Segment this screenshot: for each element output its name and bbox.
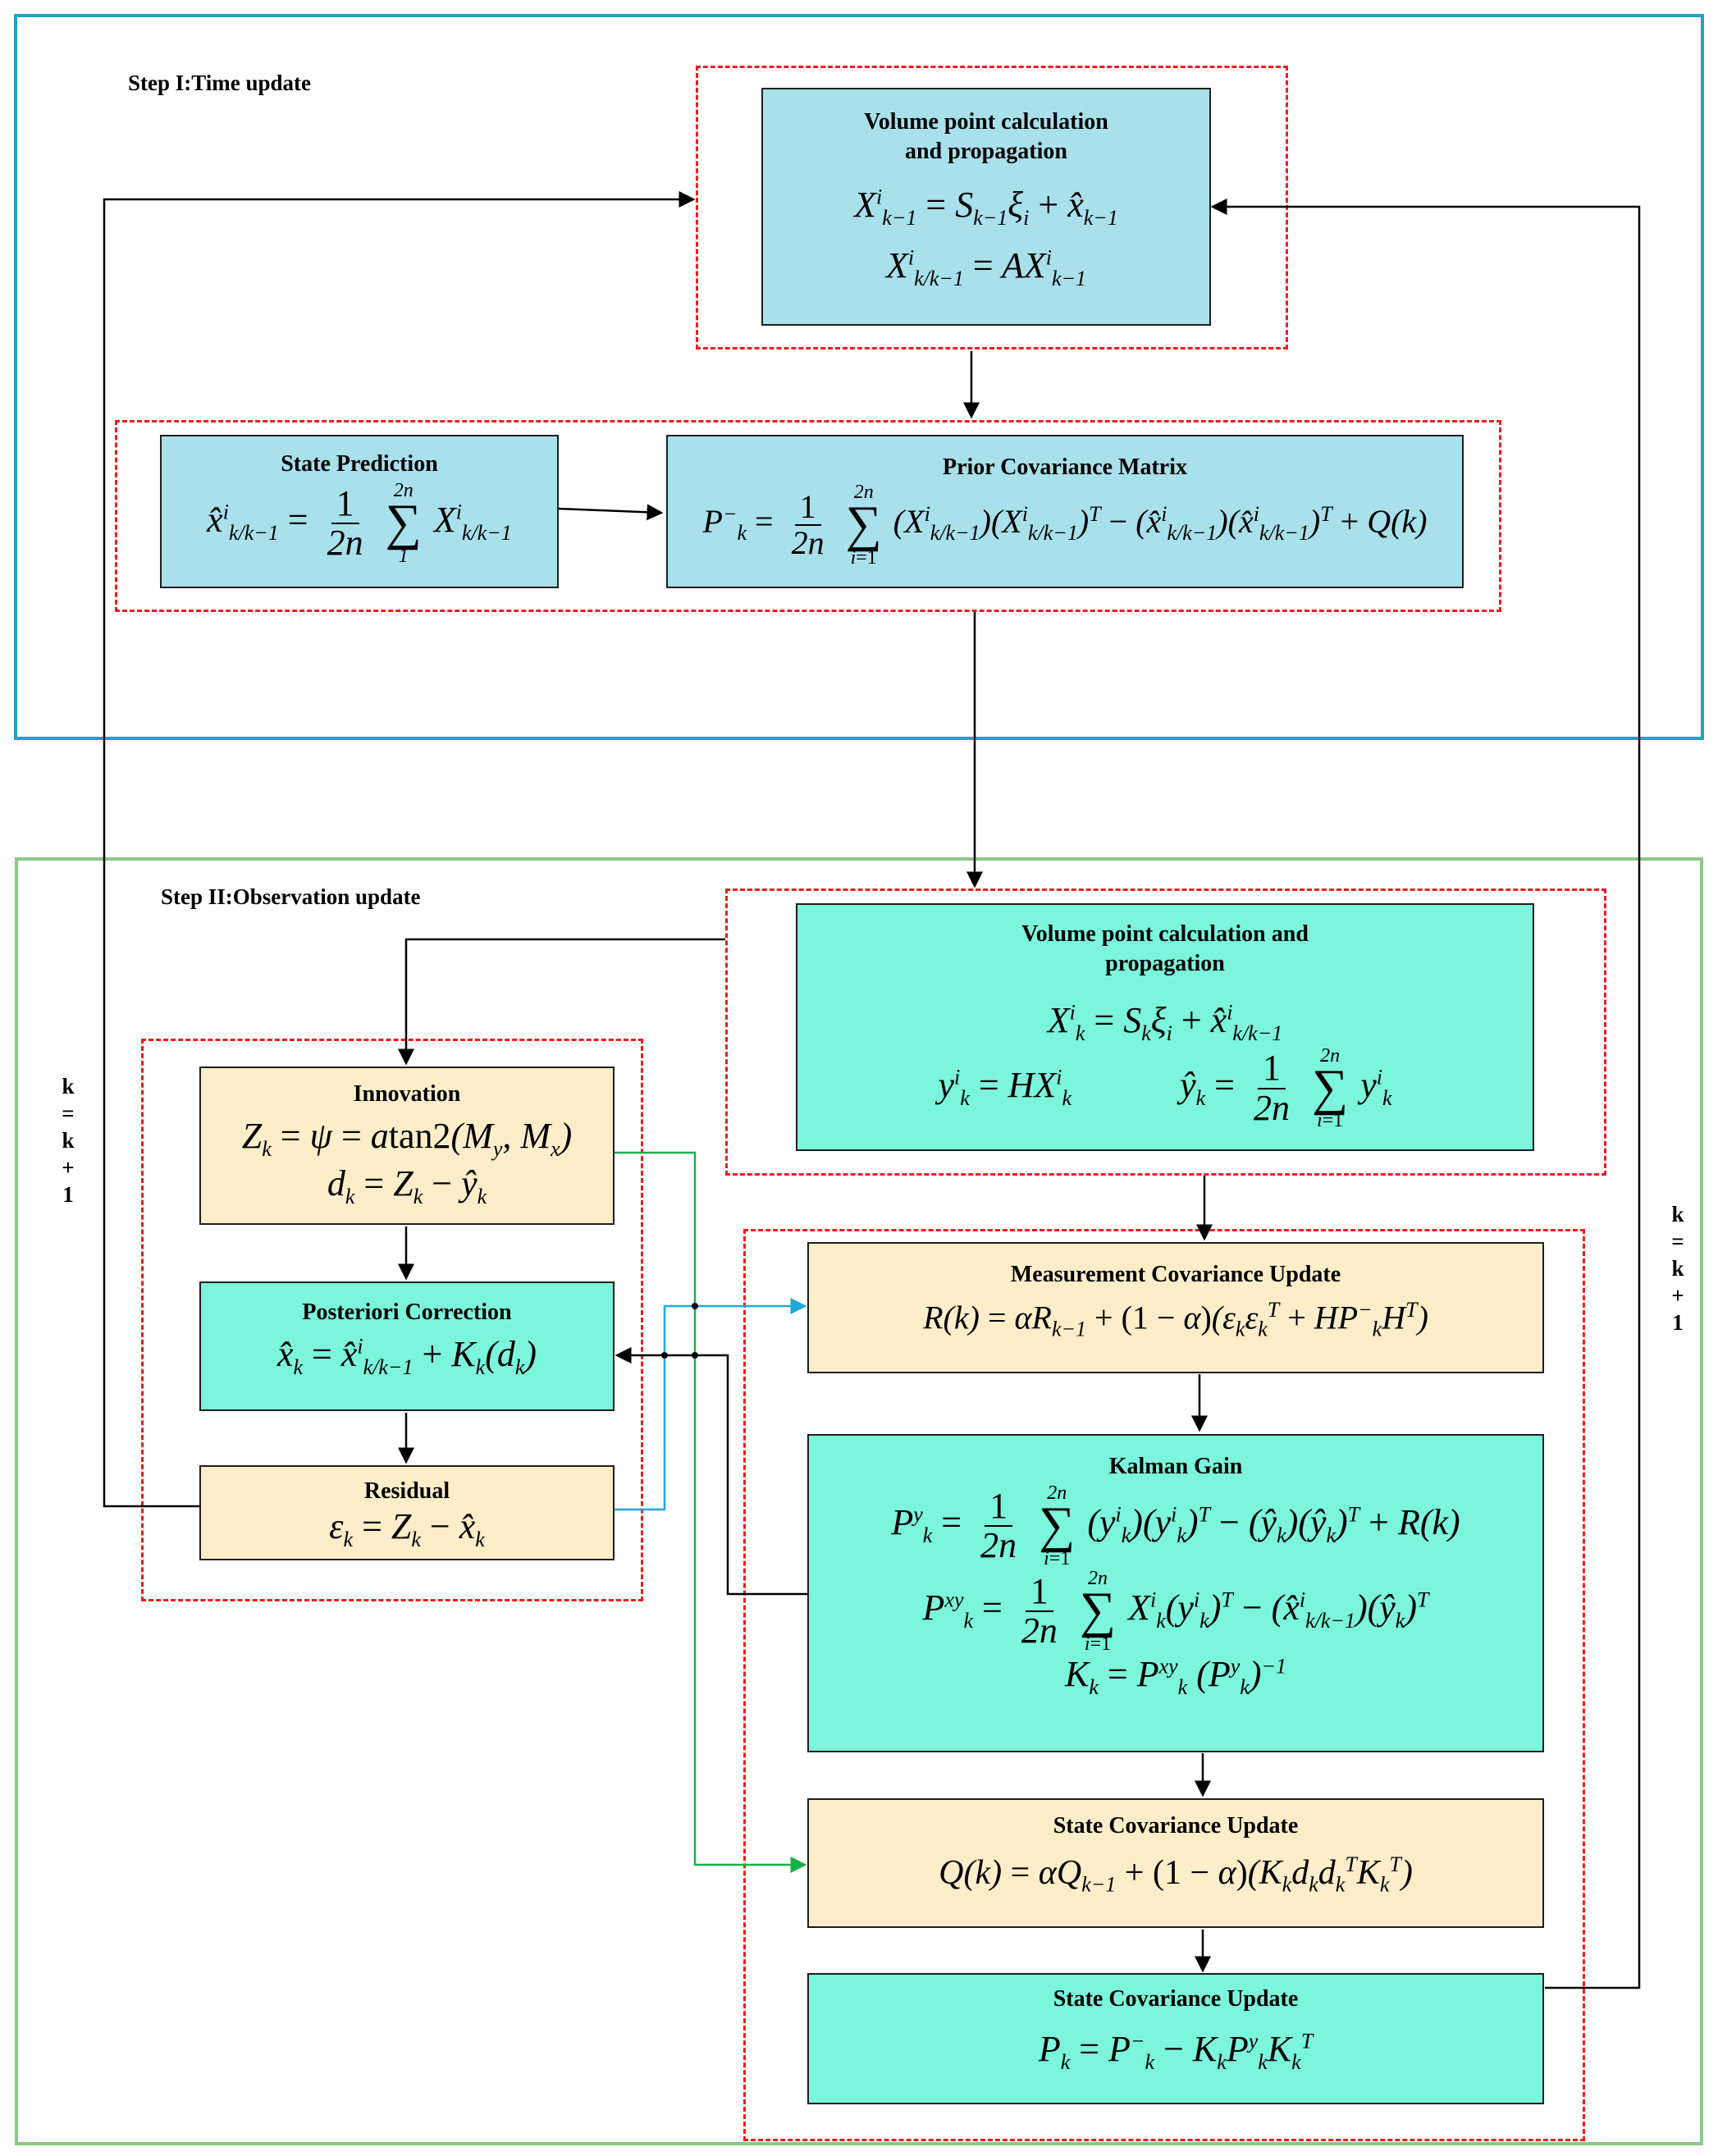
loop-residual-to-time-update [103, 191, 696, 1508]
eq-obs-volume-point: Xik = Skξi + x̂ik/k−1 [1047, 1000, 1283, 1045]
node-state-covariance-p[interactable]: State Covariance Update Pk = P−k − KkPyk… [807, 1973, 1544, 2104]
node-title: Volume point calculation and propagation [1021, 921, 1309, 976]
eq-innovation-angle: Zk = ψ = atan2(My, Mx) [241, 1116, 573, 1161]
loop-label-char: = [1671, 1229, 1684, 1254]
node-title: Kalman Gain [1108, 1454, 1243, 1479]
group-covariance-gain [743, 1229, 1585, 2141]
eq-measurement-covariance: R(k) = αRk−1 + (1 − α)(εkεkT + HP−kHT) [923, 1298, 1428, 1341]
group-state-prediction [115, 420, 1501, 612]
node-innovation[interactable]: Innovation Zk = ψ = atan2(My, Mx) dk = Z… [199, 1067, 615, 1225]
node-posteriori-correction[interactable]: Posteriori Correction x̂k = x̂ik/k−1 + K… [199, 1281, 615, 1411]
node-time-volume-point[interactable]: Volume point calculation and propagation… [761, 88, 1211, 326]
node-state-covariance-q[interactable]: State Covariance Update Q(k) = αQk−1 + (… [807, 1798, 1544, 1928]
link-innovation-to-q-update [613, 1151, 807, 1873]
eq-posteriori-correction: x̂k = x̂ik/k−1 + Kk(dk) [276, 1334, 537, 1379]
group-obs-volume-point [725, 888, 1606, 1176]
loop-label-char: 1 [1672, 1310, 1684, 1335]
observation-update-region [15, 857, 1703, 2145]
junction-dot [692, 1352, 698, 1359]
time-update-region [14, 14, 1704, 740]
node-measurement-covariance[interactable]: Measurement Covariance Update R(k) = αRk… [807, 1242, 1544, 1373]
node-title: Posteriori Correction [302, 1300, 512, 1325]
node-residual[interactable]: Residual εk = Zk − x̂k [199, 1465, 615, 1560]
loop-label-char: + [1671, 1283, 1684, 1308]
link-state-pred-to-prior [557, 504, 664, 521]
eq-kalman-gain: Kk = Pxyk (Pyk)−1 [1064, 1653, 1287, 1699]
time-update-title: Step I:Time update [128, 71, 312, 95]
eq-state-covariance-p: Pk = P−k − KkPykKkT [1038, 2029, 1314, 2074]
node-title: State Prediction [281, 451, 438, 477]
loop-label-char: k [62, 1074, 75, 1099]
node-title: Volume point calculation and propagation [864, 109, 1108, 164]
observation-update-title: Step II:Observation update [161, 884, 421, 909]
loop-label-left: k = k + 1 [56, 1073, 80, 1208]
link-kalman-to-correction [615, 1347, 807, 1596]
junction-dot [692, 1303, 698, 1309]
node-title: Prior Covariance Matrix [942, 454, 1188, 480]
loop-label-char: k [62, 1128, 75, 1153]
node-title: Measurement Covariance Update [1010, 1262, 1341, 1287]
loop-label-right: k = k + 1 [1665, 1201, 1690, 1336]
node-obs-volume-point[interactable]: Volume point calculation and propagation… [796, 903, 1534, 1151]
node-title: State Covariance Update [1053, 1986, 1299, 2012]
group-innovation-correction [141, 1039, 643, 1601]
loop-label-char: k [1671, 1202, 1684, 1226]
loop-label-char: 1 [62, 1182, 74, 1207]
eq-volume-propagation: Xik/k−1 = AXik−1 [885, 244, 1087, 290]
eq-residual: εk = Zk − x̂k [329, 1506, 485, 1551]
loop-p-update-to-time-update [1210, 199, 1641, 1989]
node-title: Residual [363, 1478, 450, 1504]
junction-dot [661, 1352, 668, 1359]
loop-label-char: + [62, 1155, 75, 1180]
node-title: State Covariance Update [1053, 1813, 1299, 1839]
loop-label-char: k [1671, 1256, 1684, 1281]
loop-label-char: = [62, 1101, 75, 1126]
link-obs-volume-to-innovation [398, 938, 725, 1066]
eq-innovation: dk = Zk − ŷk [327, 1163, 487, 1208]
node-title: Innovation [353, 1081, 461, 1107]
eq-state-covariance-q: Q(k) = αQk−1 + (1 − α)(KkdkdkTKkT) [939, 1852, 1413, 1897]
link-residual-to-measurement [613, 1298, 807, 1511]
eq-volume-point: Xik−1 = Sk−1ξi + x̂k−1 [854, 185, 1118, 230]
